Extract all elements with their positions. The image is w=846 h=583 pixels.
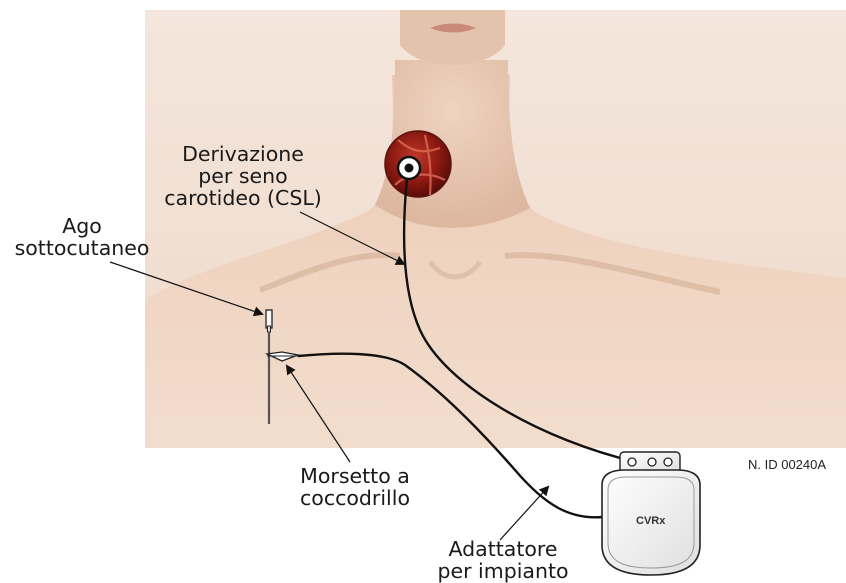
figure-id: N. ID 00240A (748, 457, 826, 472)
csl-label-line-3: carotideo (CSL) (148, 187, 338, 209)
implant-device: CVRx (602, 452, 700, 575)
adapter-label-line-1: Adattatore (418, 538, 588, 560)
csl-lead-label: Derivazione per seno carotideo (CSL) (148, 143, 338, 209)
device-brand-label: CVRx (636, 515, 666, 527)
needle-label-line-1: Ago (8, 215, 156, 237)
clip-label: Morsetto a coccodrillo (280, 465, 430, 509)
adapter-arrow (500, 487, 548, 540)
adapter-label: Adattatore per impianto (418, 538, 588, 582)
chin (400, 10, 505, 65)
needle-label-line-2: sottocutaneo (8, 237, 156, 259)
clip-label-line-2: coccodrillo (280, 487, 430, 509)
clip-label-line-1: Morsetto a (280, 465, 430, 487)
needle-label: Ago sottocutaneo (8, 215, 156, 259)
electrode-center (405, 164, 414, 173)
csl-label-line-2: per seno (148, 165, 338, 187)
csl-label-line-1: Derivazione (148, 143, 338, 165)
